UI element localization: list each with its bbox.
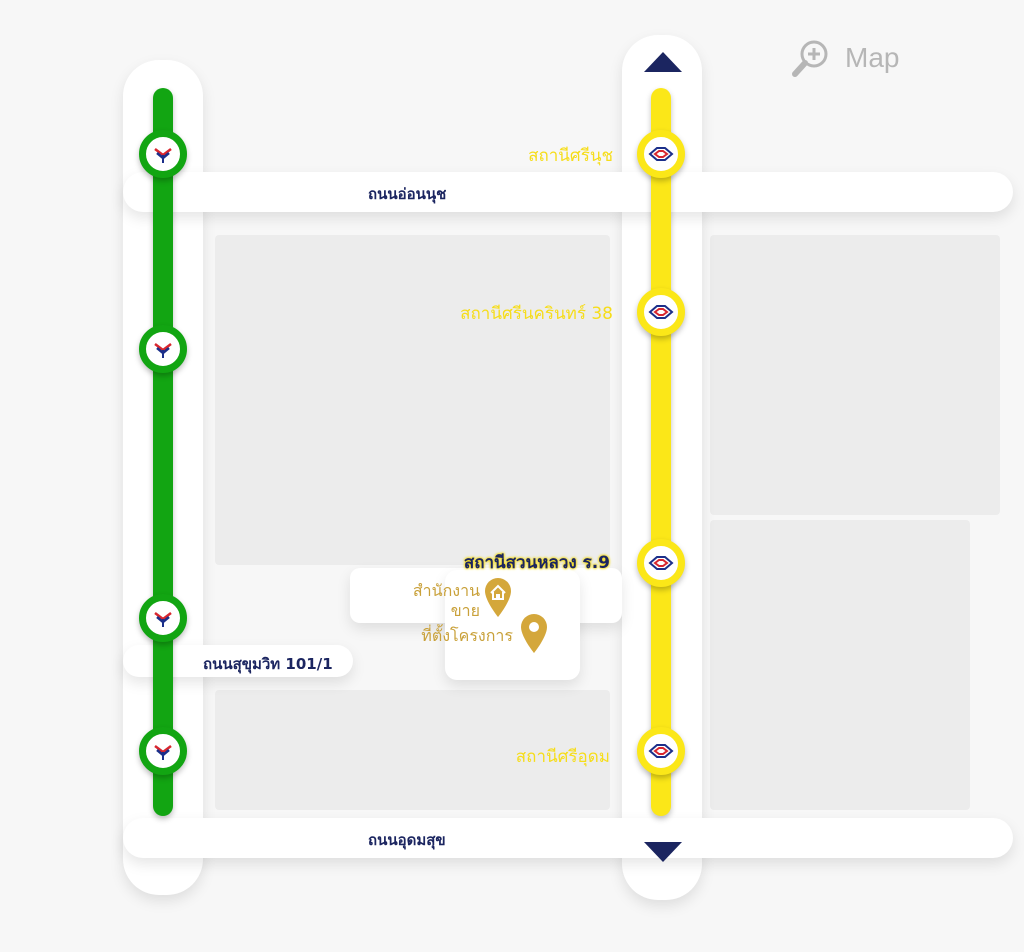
project-location-label: ที่ตั้งโครงการ (421, 626, 513, 645)
green-station-3[interactable] (139, 594, 187, 642)
station-label-si-udom: สถานีศรีอุดม (515, 747, 610, 767)
road-label-on-nut: ถนนอ่อนนุช (368, 185, 447, 203)
sales-office-label: สำนักงาน ขาย (412, 581, 480, 620)
station-label-suan-luang: สถานีสวนหลวง ร.9 (463, 553, 610, 573)
mrt-logo-icon (648, 147, 674, 161)
green-line (153, 88, 173, 816)
road-label-udom-suk: ถนนอุดมสุข (368, 831, 446, 849)
road-label-sukhumvit-101-1: ถนนสุขุมวิท 101/1 (203, 655, 333, 673)
project-area (445, 570, 580, 680)
green-station-1[interactable] (139, 130, 187, 178)
mrt-logo-icon (648, 556, 674, 570)
map-block (710, 235, 1000, 515)
green-station-2[interactable] (139, 325, 187, 373)
zoom-map-label: Map (845, 42, 900, 73)
yellow-station-suan-luang[interactable] (637, 539, 685, 587)
yellow-station-si-udom[interactable] (637, 727, 685, 775)
station-label-srinagarindra-38: สถานีศรีนครินทร์ 38 (460, 304, 613, 324)
zoom-map-button[interactable]: Map (791, 38, 899, 78)
road-top (123, 172, 1013, 212)
yellow-station-srinagarindra-38[interactable] (637, 288, 685, 336)
road-bottom (123, 818, 1013, 858)
bts-logo-icon (154, 148, 172, 163)
map-block (215, 690, 610, 810)
triangle-up-icon[interactable] (644, 52, 682, 72)
map-block (710, 520, 970, 810)
yellow-line (651, 88, 671, 816)
green-station-4[interactable] (139, 727, 187, 775)
map-block (215, 235, 610, 565)
zoom-in-icon (792, 40, 828, 77)
mrt-logo-icon (648, 744, 674, 758)
house-pin-icon[interactable] (483, 576, 513, 618)
bts-logo-icon (154, 343, 172, 358)
location-pin-icon[interactable] (519, 612, 549, 654)
station-label-srinut: สถานีศรีนุช (528, 146, 613, 166)
bts-logo-icon (154, 745, 172, 760)
bts-logo-icon (154, 612, 172, 627)
mrt-logo-icon (648, 305, 674, 319)
yellow-station-srinut[interactable] (637, 130, 685, 178)
triangle-down-icon[interactable] (644, 842, 682, 862)
